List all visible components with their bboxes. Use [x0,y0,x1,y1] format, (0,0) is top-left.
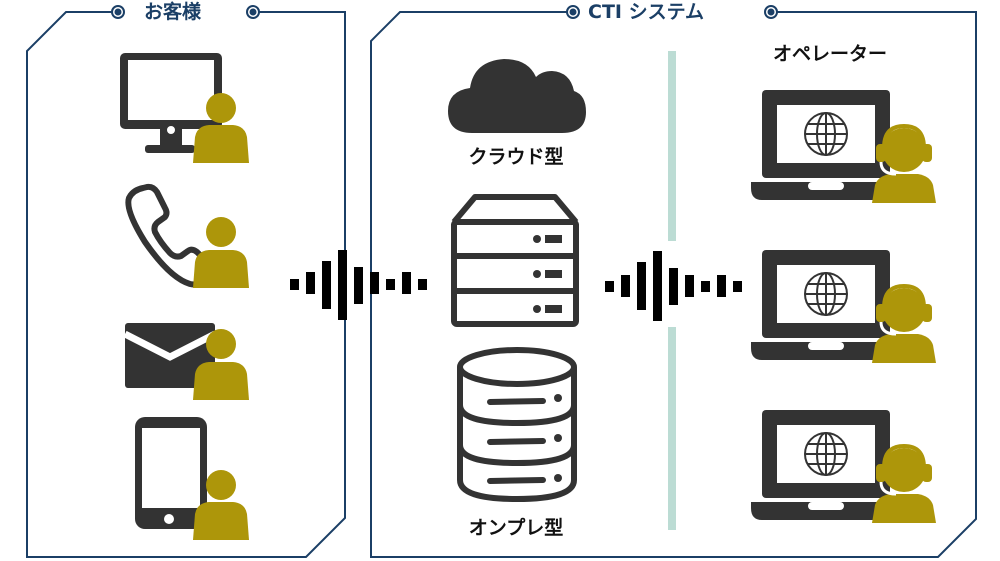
cloud-icon [448,59,586,133]
cti-frame [370,11,977,558]
divider-top [668,51,676,241]
operator-headset-icon [872,123,936,203]
desktop-monitor-icon [120,53,222,153]
laptop-globe-icon [751,410,895,520]
customer-person-icon [193,217,249,288]
target-marker-icon [246,5,260,19]
customer-channel-smartphone [115,412,255,540]
customer-person-icon [193,329,249,400]
cti-section-title: CTI システム [584,1,709,23]
customer-frame [26,11,346,558]
operators-title: オペレーター [772,43,887,65]
telephone-handset-icon [125,183,215,288]
sound-wave-icon [290,250,427,320]
target-marker-icon [111,5,125,19]
database-icon [457,347,577,503]
envelope-icon [123,323,217,388]
operator-station [750,408,945,528]
customer-person-icon [193,93,249,163]
customer-channel-email [115,320,255,405]
sound-wave-icon [605,251,742,321]
customer-channel-desktop [115,50,255,170]
database-system [455,345,580,505]
server-system [450,192,585,332]
customer-person-icon [193,470,249,540]
operator-station [750,88,945,208]
target-marker-icon [566,5,580,19]
divider-bottom [668,327,676,530]
cloud-system [446,55,586,135]
operator-headset-icon [872,283,936,363]
customer-section-title: お客様 [138,1,208,23]
connection-cti-to-operators [603,248,753,328]
laptop-globe-icon [751,250,895,360]
cloud-label: クラウド型 [468,146,564,168]
customer-channel-phone [115,180,255,295]
laptop-globe-icon [751,90,895,200]
server-rack-icon [451,194,579,327]
operator-headset-icon [872,443,936,523]
smartphone-icon [135,417,207,529]
onprem-label: オンプレ型 [468,517,564,539]
title-markers [111,5,778,19]
target-marker-icon [764,5,778,19]
connection-customer-to-cti [287,248,427,328]
operator-station [750,248,945,368]
